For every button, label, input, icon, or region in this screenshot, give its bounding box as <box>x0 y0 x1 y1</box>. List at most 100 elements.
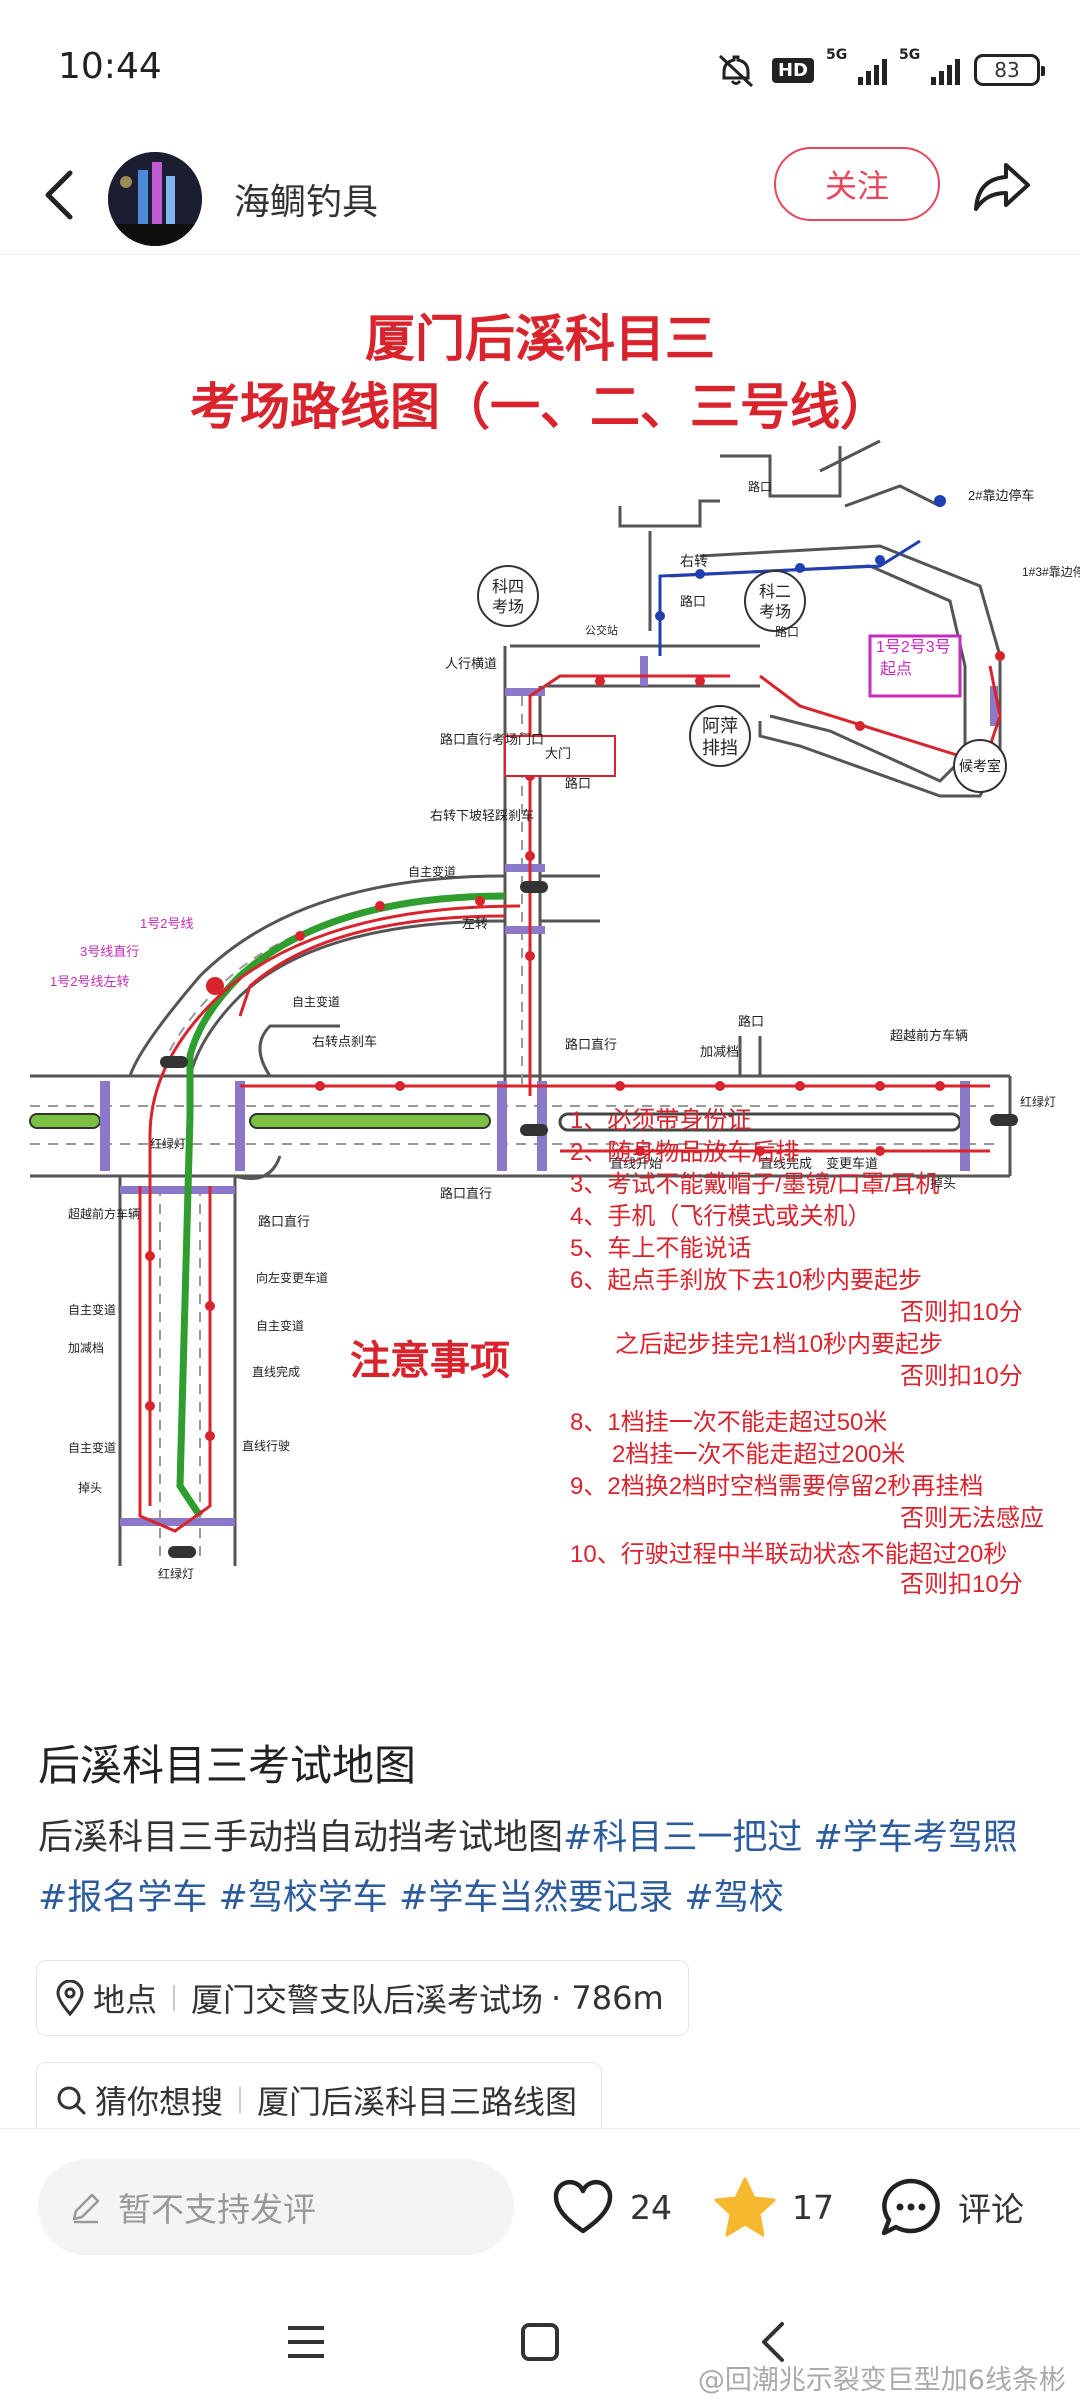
svg-text:向左变更车道: 向左变更车道 <box>256 1270 328 1285</box>
hashtag[interactable]: #报名学车 <box>38 1878 208 1918</box>
rules-list: 1、必须带身份证2、随身物品放车后排3、考试不能戴帽子/墨镜/口罩/耳机4、手机… <box>570 1107 1044 1598</box>
hd-badge: HD <box>771 57 814 83</box>
svg-text:直线完成: 直线完成 <box>760 1156 812 1171</box>
hashtag[interactable]: #驾校 <box>684 1878 784 1918</box>
svg-text:路口: 路口 <box>738 1014 764 1029</box>
rule-line: 否则扣10分 <box>900 1299 1023 1326</box>
signal-icon-2: 5G <box>899 47 960 85</box>
favorite-button[interactable]: 17 <box>712 2159 834 2255</box>
svg-text:起点: 起点 <box>880 660 912 678</box>
svg-text:右转下坡轻踩刹车: 右转下坡轻踩刹车 <box>430 808 534 823</box>
rule-line: 否则扣10分 <box>900 1571 1023 1598</box>
heart-icon <box>553 2179 613 2234</box>
svg-text:掉头: 掉头 <box>930 1176 956 1191</box>
hashtag[interactable]: #学车考驾照 <box>813 1818 1018 1858</box>
svg-text:考场: 考场 <box>759 603 791 621</box>
svg-text:掉头: 掉头 <box>78 1481 102 1495</box>
rule-line: 1、必须带身份证 <box>570 1107 751 1134</box>
location-distance: · 786m <box>551 1979 664 2017</box>
svg-text:直线行驶: 直线行驶 <box>242 1438 290 1453</box>
hashtag[interactable]: #驾校学车 <box>218 1878 388 1918</box>
svg-text:自主变道: 自主变道 <box>292 994 340 1009</box>
bottom-action-bar: 暂不支持发评 24 17 评论 <box>0 2128 1080 2278</box>
star-icon <box>714 2177 776 2237</box>
route-map-image[interactable]: 厦门后溪科目三 考场路线图（一、二、三号线） <box>0 256 1080 1656</box>
author-avatar[interactable] <box>108 152 202 246</box>
search-icon <box>57 2086 86 2115</box>
route-map: 厦门后溪科目三 考场路线图（一、二、三号线） <box>29 311 1080 1598</box>
map-title-line2: 考场路线图（一、二、三号线） <box>190 379 890 435</box>
battery-icon: 83 <box>974 54 1045 86</box>
svg-text:人行横道: 人行横道 <box>445 656 497 671</box>
svg-text:科二: 科二 <box>759 583 791 601</box>
svg-text:直线开始: 直线开始 <box>610 1156 662 1171</box>
watermark: @回潮兆示裂变巨型加6线条彬 <box>697 2365 1066 2396</box>
svg-text:直线完成: 直线完成 <box>252 1364 300 1379</box>
svg-text:2#靠边停车: 2#靠边停车 <box>968 488 1034 503</box>
notice-title: 注意事项 <box>350 1339 510 1383</box>
svg-text:路口直行考场门口: 路口直行考场门口 <box>440 732 544 747</box>
comment-button[interactable]: 评论 <box>878 2159 1024 2255</box>
svg-text:路口: 路口 <box>680 594 706 609</box>
location-value: 厦门交警支队后溪考试场 <box>191 1981 544 2019</box>
svg-text:超越前方车辆: 超越前方车辆 <box>890 1028 968 1043</box>
svg-text:红绿灯: 红绿灯 <box>150 1136 186 1151</box>
home-nav-icon[interactable] <box>518 2320 562 2364</box>
rule-line: 4、手机（飞行模式或关机） <box>570 1203 871 1230</box>
svg-text:大门: 大门 <box>545 746 571 761</box>
svg-text:右转点刹车: 右转点刹车 <box>312 1034 377 1049</box>
follow-button[interactable]: 关注 <box>774 147 940 221</box>
svg-text:考场: 考场 <box>492 598 524 616</box>
status-time: 10:44 <box>58 46 162 87</box>
hashtag[interactable]: #科目三一把过 <box>563 1818 803 1858</box>
comment-bubble-icon <box>881 2178 940 2236</box>
svg-text:路口直行: 路口直行 <box>258 1214 310 1229</box>
svg-text:路口: 路口 <box>748 479 772 494</box>
rule-line: 2、随身物品放车后排 <box>570 1139 799 1166</box>
search-suggestion-chip[interactable]: 猜你想搜 厦门后溪科目三路线图 <box>36 2062 603 2138</box>
svg-text:红绿灯: 红绿灯 <box>158 1566 194 1581</box>
location-chip[interactable]: 地点 厦门交警支队后溪考试场 · 786m <box>36 1960 689 2036</box>
svg-text:加减档: 加减档 <box>700 1044 739 1059</box>
svg-text:科四: 科四 <box>492 578 524 596</box>
svg-text:1号2号线: 1号2号线 <box>140 916 193 931</box>
mute-icon <box>718 54 754 88</box>
hashtag[interactable]: #学车当然要记录 <box>398 1878 674 1918</box>
svg-text:加减档: 加减档 <box>68 1341 104 1355</box>
note-body: 后溪科目三手动挡自动挡考试地图#科目三一把过 #学车考驾照 #报名学车 #驾校学… <box>38 1808 1048 1928</box>
svg-text:路口直行: 路口直行 <box>440 1186 492 1201</box>
back-arrow-icon[interactable] <box>36 165 86 225</box>
signal-icon-1: 5G <box>826 47 887 85</box>
svg-text:自主变道: 自主变道 <box>68 1302 116 1317</box>
rule-line: 否则无法感应 <box>900 1505 1044 1532</box>
svg-text:1号2号3号: 1号2号3号 <box>876 638 951 656</box>
svg-text:红绿灯: 红绿灯 <box>1020 1094 1056 1109</box>
system-nav-bar: @回潮兆示裂变巨型加6线条彬 <box>0 2278 1080 2400</box>
map-title-line1: 厦门后溪科目三 <box>365 311 715 367</box>
rule-line: 否则扣10分 <box>900 1363 1023 1390</box>
post-header: 海鲷钓具 关注 <box>0 135 1080 255</box>
rule-line: 10、行驶过程中半联动状态不能超过20秒 <box>570 1541 1007 1568</box>
svg-text:超越前方车辆: 超越前方车辆 <box>68 1206 140 1221</box>
like-button[interactable]: 24 <box>550 2159 672 2255</box>
author-name[interactable]: 海鲷钓具 <box>234 182 379 223</box>
rule-line: 9、2档换2档时空档需要停留2秒再挂档 <box>570 1473 983 1500</box>
rule-line: 之后起步挂完1档10秒内要起步 <box>615 1331 943 1358</box>
svg-text:1#3#靠边停车: 1#3#靠边停车 <box>1022 564 1080 579</box>
svg-text:排挡: 排挡 <box>702 738 738 758</box>
svg-text:变更车道: 变更车道 <box>826 1156 878 1171</box>
share-icon[interactable] <box>970 155 1034 219</box>
note-title: 后溪科目三考试地图 <box>38 1741 417 1790</box>
svg-text:路口: 路口 <box>775 624 799 639</box>
comment-input[interactable]: 暂不支持发评 <box>38 2159 514 2255</box>
back-nav-icon[interactable] <box>752 2320 796 2364</box>
status-icons: HD 5G 5G 83 <box>714 47 1045 90</box>
pencil-icon <box>72 2193 100 2224</box>
menu-nav-icon[interactable] <box>284 2320 328 2364</box>
svg-text:公交站: 公交站 <box>585 623 618 637</box>
svg-text:路口直行: 路口直行 <box>565 1037 617 1052</box>
star-count: 17 <box>792 2187 834 2227</box>
svg-text:自主变道: 自主变道 <box>256 1318 304 1333</box>
svg-text:路口: 路口 <box>565 776 591 791</box>
svg-text:阿萍: 阿萍 <box>702 716 738 736</box>
